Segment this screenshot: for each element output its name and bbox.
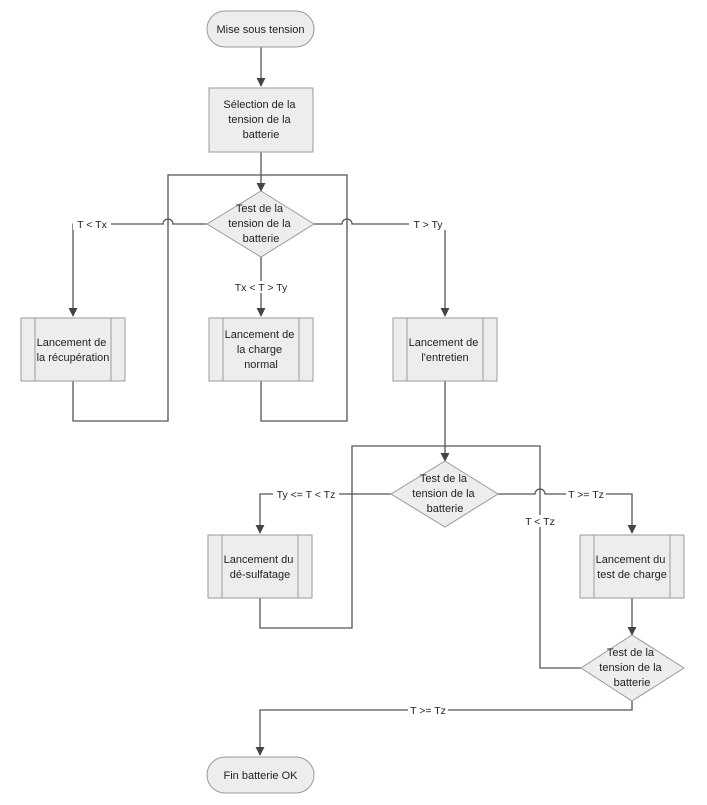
node-start-label: Mise sous tension: [216, 24, 304, 36]
node-desulfation: Lancement du dé-sulfatage: [207, 534, 313, 599]
node-voltage-test-1: Test de la tension de la batterie: [206, 190, 315, 258]
node-start: Mise sous tension: [206, 10, 315, 48]
node-voltage-test-3-label: Test de la tension de la batterie: [599, 647, 664, 689]
edge-label-between-tx-ty: Tx < T > Ty: [235, 282, 288, 294]
node-maintenance-label: Lancement de l'entretien: [409, 337, 482, 364]
node-charge-test: Lancement du test de charge: [579, 534, 685, 599]
edge-test1-to-maintenance: [314, 218, 450, 317]
edge-label-final-ge-tz: T >= Tz: [410, 705, 446, 717]
node-voltage-test-1-label: Test de la tension de la batterie: [228, 203, 293, 245]
edge-recovery-loop-back: [72, 174, 261, 422]
node-voltage-test-3: Test de la tension de la batterie: [580, 634, 685, 702]
edge-desulfation-loop-back: [259, 445, 445, 629]
edge-label-ge-tz: T >= Tz: [568, 489, 604, 501]
node-voltage-test-2: Test de la tension de la batterie: [390, 460, 499, 528]
node-recovery-label: Lancement de la récupération: [37, 337, 110, 364]
node-recovery: Lancement de la récupération: [20, 317, 126, 382]
node-voltage-selection: Sélection de la tension de la batterie: [208, 87, 314, 153]
node-voltage-selection-label: Sélection de la tension de la batterie: [223, 99, 298, 141]
node-end: Fin batterie OK: [206, 756, 315, 794]
node-maintenance: Lancement de l'entretien: [392, 317, 498, 382]
edge-test2-to-charge-test: [498, 488, 637, 534]
edge-test1-to-recovery: [68, 218, 207, 317]
edge-label-lt-tz: T < Tz: [525, 516, 555, 528]
node-normal-charge-label: Lancement de la charge normal: [225, 329, 298, 371]
edge-normal-charge-loop-back: [260, 174, 348, 422]
edge-label-ty-le-t-lt-tz: Ty <= T < Tz: [277, 489, 336, 501]
node-voltage-test-2-label: Test de la tension de la batterie: [412, 473, 477, 515]
node-end-label: Fin batterie OK: [224, 770, 299, 782]
node-charge-test-label: Lancement du test de charge: [596, 554, 669, 581]
node-normal-charge: Lancement de la charge normal: [208, 317, 314, 382]
edge-test2-to-desulfation: [255, 493, 391, 534]
node-desulfation-label: Lancement du dé-sulfatage: [224, 554, 297, 581]
edge-label-lt-tx: T < Tx: [77, 219, 107, 231]
edge-label-gt-ty: T > Ty: [413, 219, 443, 231]
edge-test3-loop-back: [445, 445, 581, 669]
